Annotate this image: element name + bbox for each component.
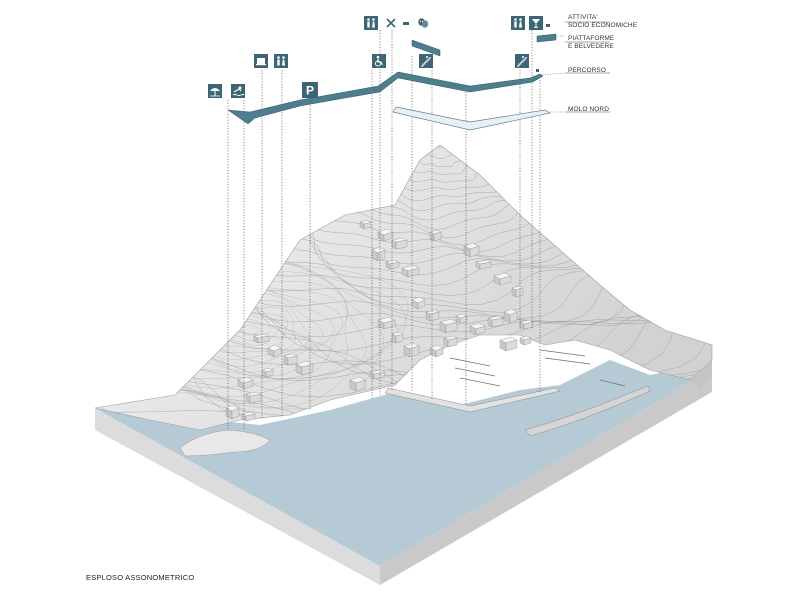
- legend-molo-line1: MOLO NORD: [568, 106, 609, 113]
- building: [377, 228, 394, 242]
- building: [429, 229, 442, 242]
- building: [443, 335, 458, 348]
- slab-side-right: [380, 370, 712, 585]
- legend-attivita: ATTIVITA' SOCIO ECONOMICHE: [568, 14, 637, 29]
- building: [401, 264, 420, 278]
- diagram-caption: ESPLOSO ASSONOMETRICO: [86, 573, 195, 582]
- building: [463, 242, 480, 258]
- building: [439, 318, 458, 334]
- headland: [179, 429, 271, 457]
- beach-umbrella-icon: [208, 84, 222, 98]
- legend-percorso: PERCORSO: [568, 67, 606, 75]
- theater-masks-icon: [416, 16, 430, 30]
- belvedere-platform-right: [536, 33, 557, 43]
- building: [519, 335, 532, 346]
- building: [403, 342, 420, 358]
- building: [499, 336, 518, 352]
- building: [519, 319, 534, 330]
- building: [429, 344, 444, 358]
- legend-attivita-line2: SOCIO ECONOMICHE: [568, 21, 638, 29]
- building: [253, 333, 270, 344]
- building: [455, 313, 468, 324]
- wheelchair-icon: [372, 54, 386, 68]
- stairs-icon: [515, 54, 529, 68]
- icons: P: [208, 16, 550, 98]
- building: [411, 296, 426, 310]
- building: [503, 308, 518, 324]
- legend-piattaforme-line2: E BELVEDERE: [568, 42, 614, 50]
- molo-nord-quay: [384, 387, 561, 413]
- building: [391, 331, 404, 344]
- projection-lines: [227, 30, 541, 430]
- building: [371, 246, 386, 262]
- percorso-path: [227, 71, 544, 125]
- building: [267, 344, 282, 358]
- building: [487, 315, 504, 328]
- cocktail-icon: [529, 16, 543, 30]
- building: [225, 404, 240, 420]
- building: [475, 259, 492, 270]
- building: [283, 353, 298, 366]
- sea-surface: [95, 360, 712, 566]
- legend-attivita-line1: ATTIVITA': [568, 14, 598, 21]
- building: [469, 322, 486, 336]
- slab-side-left-face: [95, 408, 380, 585]
- legend-molo: MOLO NORD: [568, 106, 609, 114]
- building: [511, 285, 524, 298]
- harbour: [179, 349, 651, 457]
- legend-piattaforme-line1: PIATTAFORME: [568, 35, 615, 42]
- stairs-icon: [419, 54, 433, 68]
- restroom-icon: [511, 16, 525, 30]
- building: [349, 376, 366, 392]
- restroom-icon: [274, 54, 288, 68]
- restaurant-icon: [254, 54, 268, 68]
- building: [261, 367, 274, 378]
- exploded-layers: [227, 33, 557, 131]
- small-marker-icon: [536, 24, 550, 72]
- building: [245, 391, 262, 404]
- swimmer-icon: [231, 84, 245, 98]
- building: [385, 259, 400, 270]
- building: [391, 237, 408, 250]
- legend-percorso-line1: PERCORSO: [568, 67, 607, 74]
- base-block: [95, 360, 712, 585]
- building: [493, 272, 512, 286]
- breakwater: [524, 385, 651, 437]
- building: [359, 219, 372, 230]
- restroom-icon: [364, 16, 378, 30]
- piers: [449, 349, 626, 387]
- cutlery-icon: [384, 16, 398, 30]
- small-bar-icon: [403, 22, 409, 25]
- building: [237, 376, 254, 390]
- building: [425, 309, 440, 322]
- legend-leaders: [539, 21, 610, 113]
- molo-nord-layer: [392, 106, 551, 131]
- legend-piattaforme: PIATTAFORME E BELVEDERE: [568, 35, 614, 50]
- parking-letter: P: [306, 84, 314, 98]
- terrain-side-right: [690, 360, 712, 390]
- belvedere-platform: [411, 39, 441, 57]
- parking-icon: P: [302, 82, 318, 98]
